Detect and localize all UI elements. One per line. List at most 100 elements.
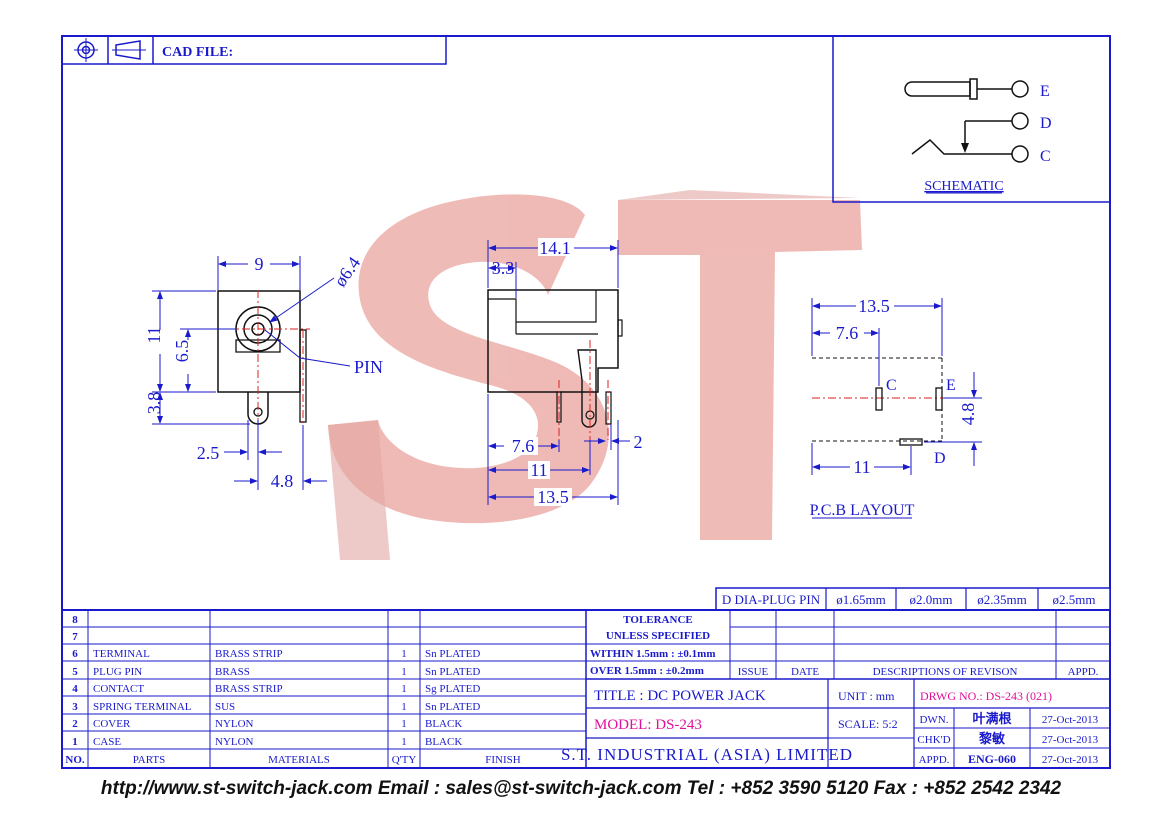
row-material-3: SUS	[215, 701, 235, 713]
dim-pin-offset: 2.5	[197, 443, 220, 463]
st-watermark	[328, 190, 862, 560]
tolerance-subtitle: UNLESS SPECIFIED	[606, 630, 710, 642]
schematic-panel: E D C SCHEMATIC	[832, 35, 1111, 203]
dim-pin-width: 2	[634, 432, 643, 452]
dim-height-11: 11	[144, 326, 164, 343]
row-material-6: BRASS STRIP	[215, 648, 283, 660]
row-qty-5: 1	[401, 666, 407, 678]
dim-side-7-6: 7.6	[512, 436, 535, 456]
row-finish-4: Sg PLATED	[425, 683, 480, 695]
drawing-title: TITLE : DC POWER JACK	[594, 688, 766, 704]
row-material-2: NYLON	[215, 718, 254, 730]
pcb-label-c: C	[886, 377, 897, 394]
header-parts: PARTS	[133, 754, 166, 766]
pcb-layout-title: P.C.B LAYOUT	[810, 502, 915, 519]
row-qty-1: 1	[401, 736, 407, 748]
row-qty-3: 1	[401, 701, 407, 713]
row-part-2: COVER	[93, 718, 131, 730]
unit: UNIT : mm	[838, 689, 895, 703]
plug-pin-2: ø2.0mm	[910, 592, 953, 607]
row-no-6: 6	[72, 648, 78, 660]
schematic-pin-d: D	[1040, 115, 1052, 132]
row-qty-2: 1	[401, 718, 407, 730]
dim-length: 14.1	[539, 238, 571, 258]
tolerance-block: TOLERANCE UNLESS SPECIFIED WITHIN 1.5mm …	[590, 614, 1099, 678]
dim-width-9: 9	[255, 254, 264, 274]
title-block	[61, 609, 1111, 769]
drawing-info: TITLE : DC POWER JACK MODEL: DS-243 S.T.…	[561, 688, 1099, 766]
dwn-name: 叶满根	[972, 711, 1012, 726]
appd-name: ENG-060	[968, 752, 1016, 766]
row-qty-6: 1	[401, 648, 407, 660]
tolerance-title: TOLERANCE	[623, 614, 692, 626]
row-finish-5: Sn PLATED	[425, 666, 480, 678]
tolerance-over: OVER 1.5mm : ±0.2mm	[590, 665, 704, 677]
appd-label: APPD.	[919, 754, 950, 766]
first-angle-projection-icon	[74, 38, 146, 62]
cad-file-label: CAD FILE:	[162, 45, 233, 60]
row-material-5: BRASS	[215, 666, 250, 678]
dim-pcb-13-5: 13.5	[858, 296, 890, 316]
row-no-7: 7	[72, 631, 78, 643]
row-part-1: CASE	[93, 736, 121, 748]
chkd-name: 黎敏	[979, 731, 1006, 746]
dim-side-11: 11	[530, 460, 547, 480]
contact-footer: http://www.st-switch-jack.com Email : sa…	[100, 778, 1062, 799]
pcb-label-e: E	[946, 377, 956, 394]
row-finish-3: Sn PLATED	[425, 701, 480, 713]
tolerance-within: WITHIN 1.5mm : ±0.1mm	[590, 648, 716, 660]
row-no-4: 4	[72, 683, 78, 695]
schematic-pin-c: C	[1040, 148, 1051, 165]
plug-pin-4: ø2.5mm	[1053, 592, 1096, 607]
revision-appd-header: APPD.	[1068, 666, 1099, 678]
company-name: S.T. INDUSTRIAL (ASIA) LIMITED	[561, 745, 853, 764]
header-finish: FINISH	[485, 754, 521, 766]
side-view: 14.1 3.3 7.6 11 13.5 2	[487, 238, 643, 507]
row-material-1: NYLON	[215, 736, 254, 748]
revision-descriptions-header: DESCRIPTIONS OF REVISON	[873, 666, 1018, 678]
dim-front: 3.3	[492, 258, 515, 278]
row-finish-1: BLACK	[425, 736, 462, 748]
row-qty-4: 1	[401, 683, 407, 695]
row-part-4: CONTACT	[93, 683, 144, 695]
pcb-label-d: D	[934, 450, 946, 467]
dwn-label: DWN.	[919, 714, 948, 726]
row-no-3: 3	[72, 701, 78, 713]
row-part-6: TERMINAL	[93, 648, 150, 660]
row-no-8: 8	[72, 614, 78, 626]
model-number: MODEL: DS-243	[594, 717, 702, 733]
pcb-layout: C E D 13.5 7.6 11 4.8 P.C.B LAYOUT	[810, 296, 982, 519]
appd-date: 27-Oct-2013	[1042, 754, 1099, 766]
plug-pin-label: D DIA-PLUG PIN	[722, 592, 821, 607]
dim-center-height: 6.5	[172, 340, 192, 363]
plug-pin-table: D DIA-PLUG PIN ø1.65mm ø2.0mm ø2.35mm ø2…	[715, 587, 1111, 611]
row-no-5: 5	[72, 666, 78, 678]
row-finish-2: BLACK	[425, 718, 462, 730]
dim-side-13-5: 13.5	[537, 487, 569, 507]
dim-pcb-4-8: 4.8	[958, 403, 978, 426]
dim-pin-span: 4.8	[271, 471, 294, 491]
row-finish-6: Sn PLATED	[425, 648, 480, 660]
header-qty: Q'TY	[392, 754, 417, 766]
parts-table-text: 8 7 6 TERMINAL BRASS STRIP 1 Sn PLATED 5…	[65, 614, 520, 766]
pin-label: PIN	[354, 357, 383, 377]
dwn-date: 27-Oct-2013	[1042, 714, 1099, 726]
header-no: NO.	[65, 754, 85, 766]
row-no-1: 1	[72, 736, 78, 748]
cad-file-header: CAD FILE:	[61, 35, 447, 65]
row-no-2: 2	[72, 718, 78, 730]
revision-issue-header: ISSUE	[738, 666, 769, 678]
row-part-3: SPRING TERMINAL	[93, 701, 192, 713]
row-part-5: PLUG PIN	[93, 666, 142, 678]
dim-pin-height: 3.8	[144, 392, 164, 415]
plug-pin-1: ø1.65mm	[836, 592, 885, 607]
header-materials: MATERIALS	[268, 754, 330, 766]
plug-pin-3: ø2.35mm	[977, 592, 1026, 607]
drawing-number: DRWG NO.: DS-243 (021)	[920, 689, 1052, 703]
row-material-4: BRASS STRIP	[215, 683, 283, 695]
schematic-pin-e: E	[1040, 83, 1050, 100]
revision-date-header: DATE	[791, 666, 819, 678]
dim-pcb-7-6: 7.6	[836, 323, 859, 343]
dim-pcb-11: 11	[853, 457, 870, 477]
